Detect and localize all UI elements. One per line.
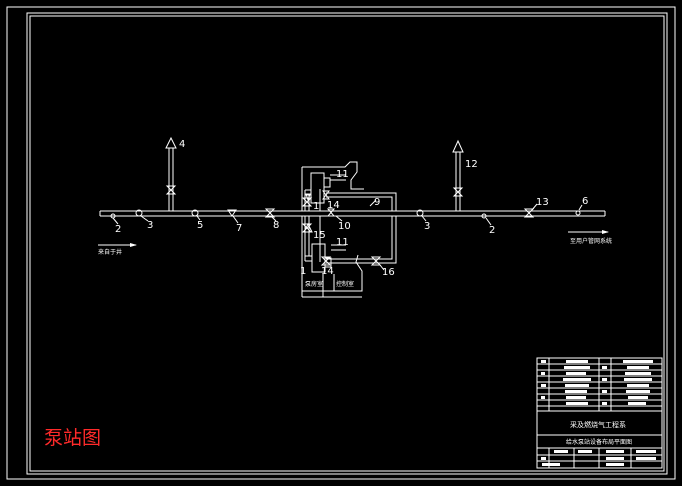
item-label-15: 15: [313, 230, 326, 241]
item-label-11a: 11: [336, 169, 349, 180]
riser-right: [452, 139, 464, 211]
title-block-sheet: 给水泵站设备布局平面图: [566, 438, 632, 446]
inlet-note: 来自于井: [98, 248, 122, 256]
main-pipe: [99, 210, 606, 217]
pump-upper: [305, 172, 346, 204]
item-label-13: 13: [536, 197, 549, 208]
title-block: [536, 357, 663, 469]
item-label-7: 7: [236, 223, 242, 234]
room-label-pump: 泵房室: [305, 280, 323, 288]
item-label-2a: 2: [115, 224, 121, 235]
discharge-loop: [320, 190, 397, 271]
item-label-14a: 14: [327, 200, 340, 211]
item-label-16: 16: [382, 267, 395, 278]
drawing-caption: 泵站图: [44, 427, 101, 449]
item-label-3a: 3: [147, 220, 153, 231]
frame-line: [26, 12, 668, 475]
station-pipes: [301, 189, 321, 262]
outlet-arrow: [568, 230, 609, 234]
item-label-14b: 14: [321, 266, 334, 277]
title-block-project: 采及燃烧气工程系: [570, 420, 626, 429]
pump-building: [301, 161, 364, 298]
inner-border: [29, 15, 665, 472]
item-label-9: 9: [374, 197, 380, 208]
item-label-12: 12: [465, 159, 478, 170]
item-label-1b: 1: [300, 266, 306, 277]
item-label-8: 8: [273, 220, 279, 231]
item-label-10: 10: [338, 221, 351, 232]
riser-left: [165, 136, 177, 211]
item-label-4: 4: [179, 139, 185, 150]
item-label-5: 5: [197, 220, 203, 231]
item-label-2b: 2: [489, 225, 495, 236]
item-label-6: 6: [582, 196, 588, 207]
pipe-fittings: [110, 203, 583, 226]
outlet-note: 至用户管网系统: [570, 237, 612, 245]
item-label-1a: 1: [313, 201, 319, 212]
inlet-arrow: [98, 243, 137, 247]
item-label-11b: 11: [336, 237, 349, 248]
outer-border: [6, 6, 676, 480]
room-label-control: 控制室: [336, 280, 354, 288]
item-label-3b: 3: [424, 221, 430, 232]
